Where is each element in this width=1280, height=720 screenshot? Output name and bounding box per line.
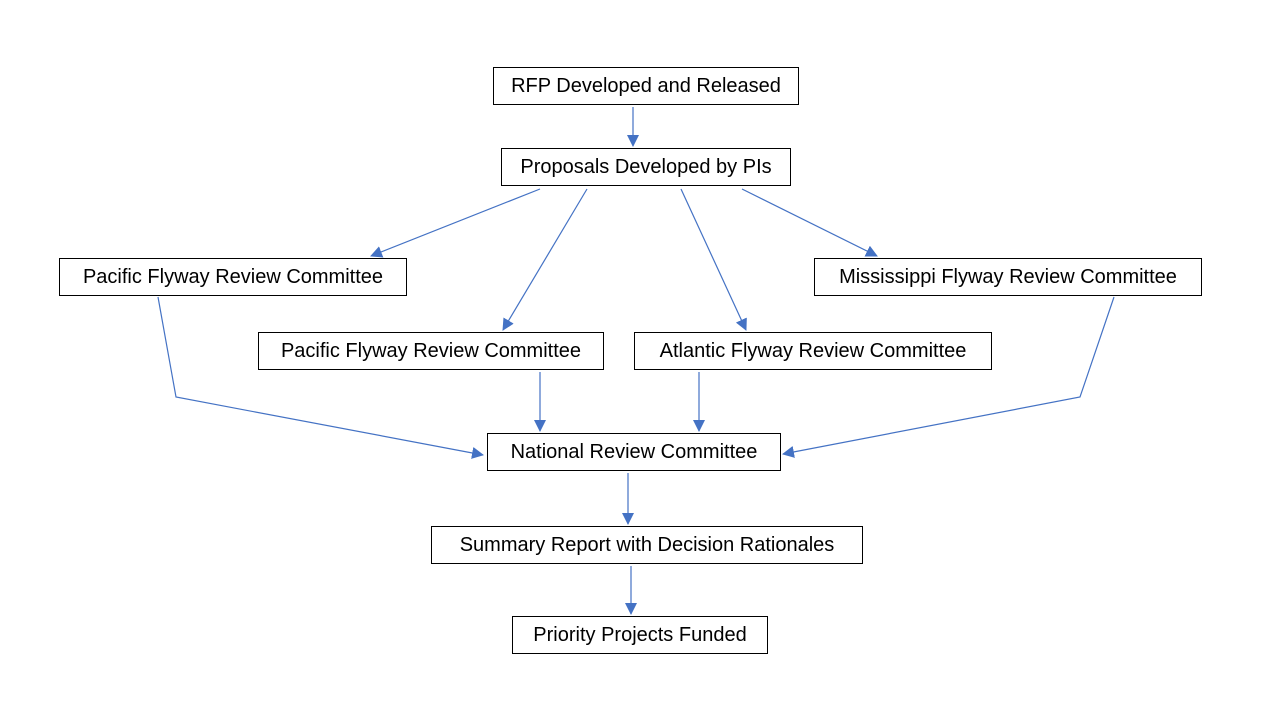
node-label: Atlantic Flyway Review Committee xyxy=(659,339,967,362)
edge-proposals-to-mississippi xyxy=(741,188,878,257)
node-summary-report: Summary Report with Decision Rationales xyxy=(431,526,863,564)
edge-proposals-to-pacific-2 xyxy=(502,188,588,331)
node-label: Pacific Flyway Review Committee xyxy=(280,339,582,362)
edge-proposals-to-pacific-1 xyxy=(370,188,541,258)
edge-proposals-to-atlantic xyxy=(680,188,747,331)
node-national-review-committee: National Review Committee xyxy=(487,433,781,471)
node-pacific-flyway-committee-1: Pacific Flyway Review Committee xyxy=(59,258,407,296)
node-label: National Review Committee xyxy=(510,440,758,463)
node-label: Priority Projects Funded xyxy=(533,623,747,646)
edge-pacific-1-to-national xyxy=(157,296,484,459)
node-pacific-flyway-committee-2: Pacific Flyway Review Committee xyxy=(258,332,604,370)
node-proposals-developed: Proposals Developed by PIs xyxy=(501,148,791,186)
node-label: Summary Report with Decision Rationales xyxy=(459,533,835,556)
node-rfp-developed: RFP Developed and Released xyxy=(493,67,799,105)
edge-mississippi-to-national xyxy=(782,296,1115,458)
node-label: Proposals Developed by PIs xyxy=(520,155,772,178)
node-label: Mississippi Flyway Review Committee xyxy=(839,265,1177,288)
node-atlantic-flyway-committee: Atlantic Flyway Review Committee xyxy=(634,332,992,370)
node-mississippi-flyway-committee: Mississippi Flyway Review Committee xyxy=(814,258,1202,296)
node-label: Pacific Flyway Review Committee xyxy=(82,265,384,288)
node-priority-projects-funded: Priority Projects Funded xyxy=(512,616,768,654)
node-label: RFP Developed and Released xyxy=(511,74,781,97)
